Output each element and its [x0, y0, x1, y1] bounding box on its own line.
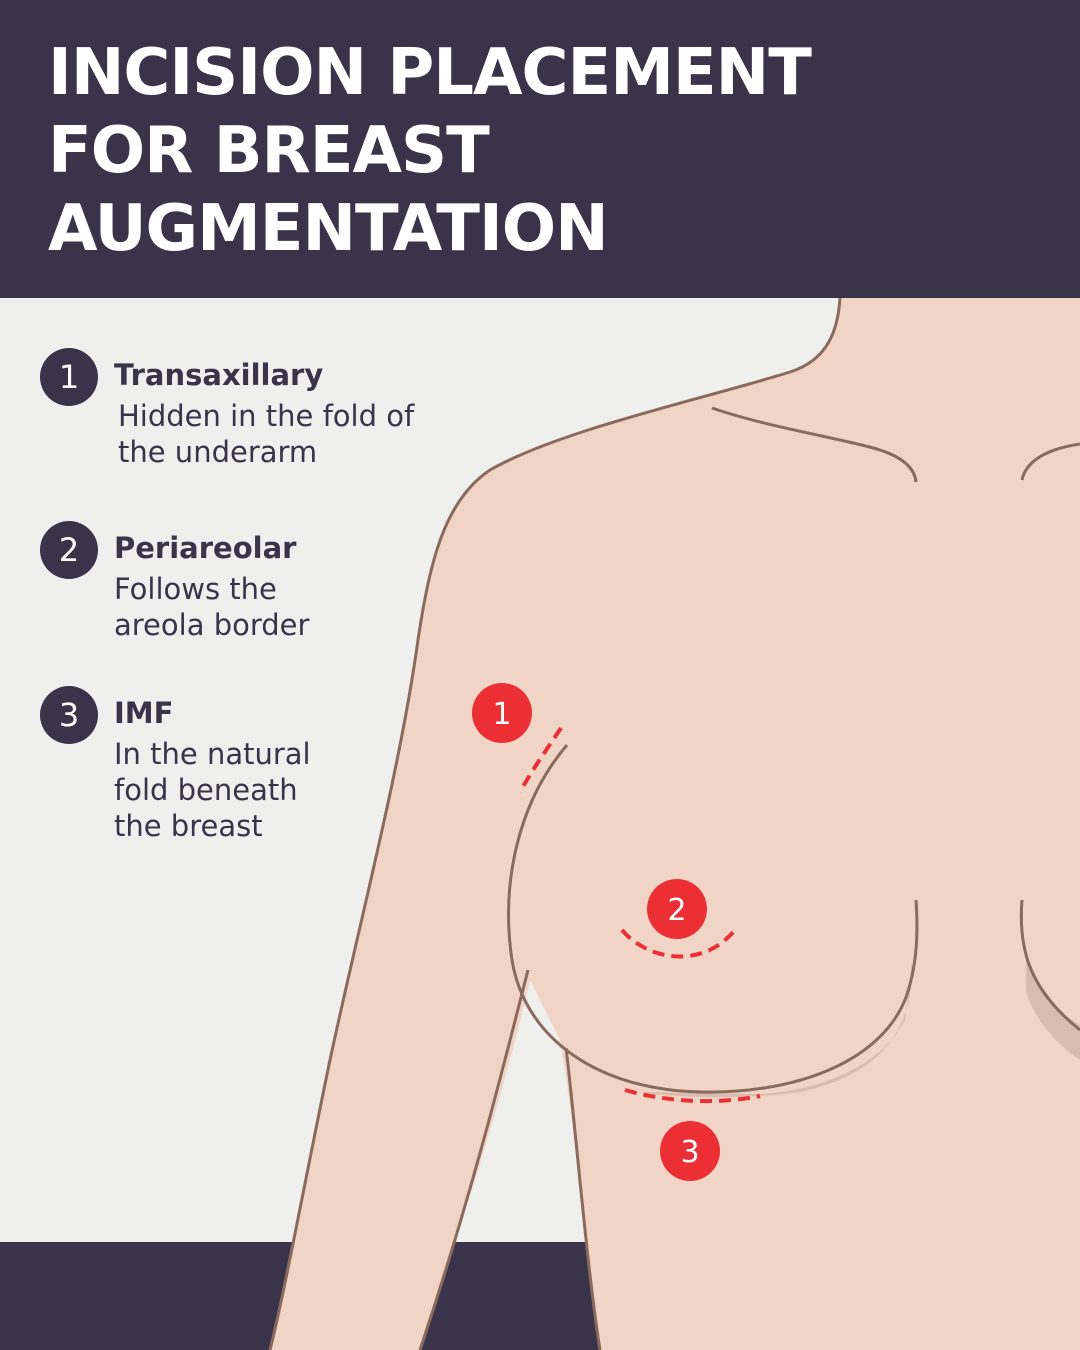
legend-number-3: 3 [40, 686, 98, 744]
inner-arm-outline [418, 969, 530, 1350]
breast-outline [507, 744, 919, 1094]
marker-3-label: 3 [680, 1135, 699, 1170]
incision-transaxillary [518, 726, 563, 793]
legend-title-imf: IMF [114, 696, 174, 730]
right-breast-outline [1019, 899, 1080, 1032]
incision-periareolar [620, 928, 737, 959]
torso-body [268, 297, 1080, 1350]
legend-desc-periareolar: Follows the areola border [114, 572, 310, 642]
header-banner: INCISION PLACEMENT FOR BREAST AUGMENTATI… [0, 0, 1080, 298]
legend-title-transaxillary: Transaxillary [114, 358, 324, 392]
torso-silhouette [270, 298, 1080, 1350]
marker-1-label: 1 [492, 697, 511, 732]
legend-desc-transaxillary: Hidden in the fold of the underarm [118, 399, 415, 469]
left-collarbone [711, 406, 918, 483]
incision-imf [624, 1088, 761, 1104]
legend-title-periareolar: Periareolar [114, 531, 297, 565]
page-title: INCISION PLACEMENT FOR BREAST AUGMENTATI… [48, 36, 812, 266]
legend-desc-imf: In the natural fold beneath the breast [114, 737, 311, 843]
legend-item-transaxillary: 1 Transaxillary Hidden in the fold of th… [40, 348, 440, 488]
marker-3: 3 [660, 1121, 720, 1181]
marker-2: 2 [647, 879, 707, 939]
marker-1: 1 [472, 683, 532, 743]
torso-side-outline [564, 1047, 602, 1350]
legend-number-2: 2 [40, 521, 98, 579]
marker-2-label: 2 [667, 893, 686, 928]
right-collarbone [1020, 442, 1080, 481]
incision-lines [518, 726, 761, 1104]
legend-number-1: 1 [40, 348, 98, 406]
right-breast-shadow [1026, 955, 1080, 1060]
arm-outline [268, 297, 842, 1350]
legend-item-imf: 3 IMF In the natural fold beneath the br… [40, 686, 440, 866]
legend-item-periareolar: 2 Periareolar Follows the areola border [40, 521, 440, 661]
